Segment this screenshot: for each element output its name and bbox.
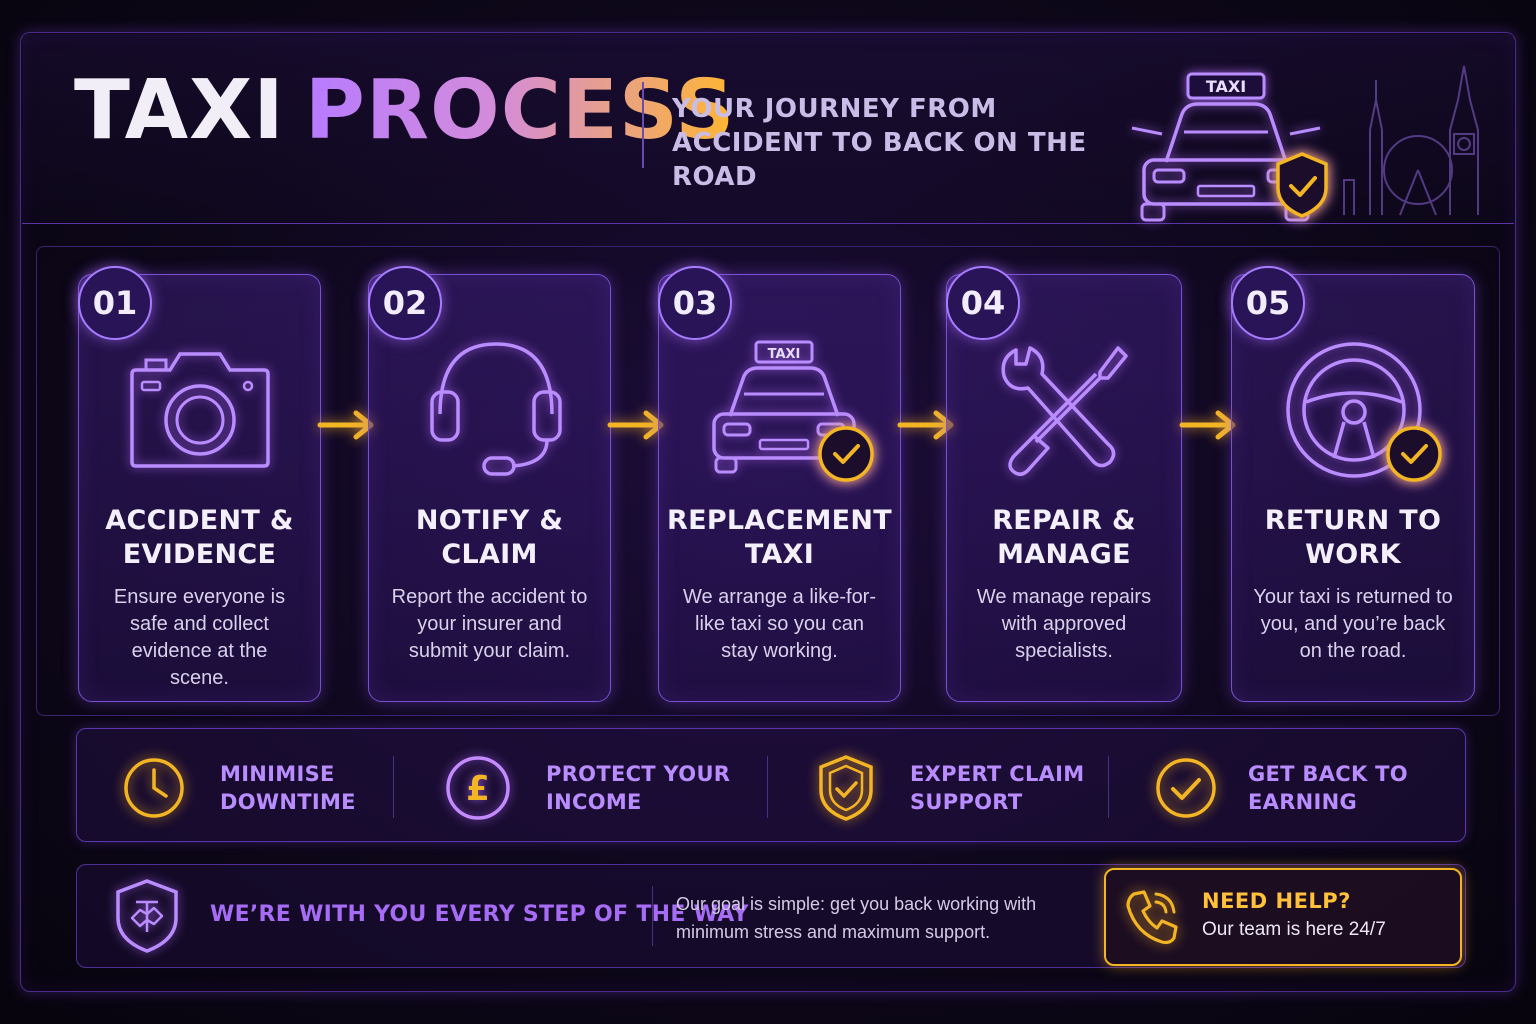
benefit-divider — [393, 756, 394, 818]
shield-check-icon — [819, 755, 873, 821]
step-title-5: RETURN TO WORK — [1264, 505, 1442, 570]
benefit-label-1: MINIMISE DOWNTIME — [220, 762, 356, 814]
step-card-1 — [78, 274, 321, 702]
title-divider — [642, 82, 644, 168]
footer-tagline: WE’RE WITH YOU EVERY STEP OF THE WAY — [210, 902, 749, 927]
taxi-sign: TAXI — [768, 347, 801, 362]
step-number-1: 01 — [78, 266, 152, 340]
step-number-2: 02 — [368, 266, 442, 340]
step-number-4: 04 — [946, 266, 1020, 340]
footer-panel — [76, 864, 1466, 968]
taxi-shield-icon: TAXI — [1131, 72, 1328, 222]
help-title: NEED HELP? — [1202, 889, 1351, 913]
shield-handshake-icon — [116, 879, 178, 953]
page-subtitle: YOUR JOURNEY FROM ACCIDENT TO BACK ON TH… — [672, 94, 1087, 192]
london-skyline-icon — [1343, 65, 1479, 216]
benefit-label-4: GET BACK TO EARNING — [1248, 762, 1408, 814]
steering-wheel-check-icon — [1286, 342, 1442, 482]
header-taxi-sign: TAXI — [1206, 77, 1246, 96]
step-description-3: We arrange a like-for-like taxi so you c… — [682, 586, 877, 662]
step-title-2: NOTIFY & CLAIM — [415, 505, 564, 570]
step-description-5: Your taxi is returned to you, and you’re… — [1253, 586, 1453, 662]
outer-frame — [20, 32, 1516, 992]
help-subtitle: Our team is here 24/7 — [1202, 919, 1386, 940]
benefits-bar — [76, 728, 1466, 842]
headset-icon — [430, 342, 562, 476]
step-card-4 — [946, 274, 1182, 702]
step-title-4: REPAIR & MANAGE — [992, 505, 1136, 570]
title-word-taxi: TAXI — [74, 63, 285, 158]
header-panel — [22, 34, 1514, 224]
step-description-1: Ensure everyone is safe and collect evid… — [113, 586, 286, 689]
footer-description: Our goal is simple: get you back working… — [676, 894, 1037, 942]
taxi-check-icon: TAXI — [712, 340, 874, 482]
benefit-label-2: PROTECT YOUR INCOME — [546, 762, 731, 814]
step-number-5: 05 — [1231, 266, 1305, 340]
footer-divider — [652, 886, 653, 946]
step-card-3 — [658, 274, 901, 702]
title-word-process: PROCESS — [304, 63, 736, 158]
benefit-label-3: EXPERT CLAIM SUPPORT — [910, 762, 1085, 814]
need-help-button[interactable] — [1104, 868, 1462, 966]
phone-icon[interactable] — [1124, 888, 1180, 946]
step-description-4: We manage repairs with approved speciali… — [976, 586, 1152, 662]
steps-panel — [36, 246, 1500, 716]
step-description-2: Report the accident to your insurer and … — [391, 586, 588, 662]
wrench-screwdriver-icon — [1001, 346, 1128, 476]
benefit-divider — [767, 756, 768, 818]
camera-icon — [130, 352, 270, 468]
step-number-3: 03 — [658, 266, 732, 340]
pound-glyph: £ — [466, 769, 490, 809]
check-circle-icon — [1156, 758, 1216, 818]
benefit-divider — [1108, 756, 1109, 818]
clock-icon — [124, 758, 184, 818]
step-title-1: ACCIDENT & EVIDENCE — [105, 505, 294, 570]
pound-icon: £ — [446, 756, 510, 820]
step-title-3: REPLACEMENT TAXI — [666, 505, 892, 570]
